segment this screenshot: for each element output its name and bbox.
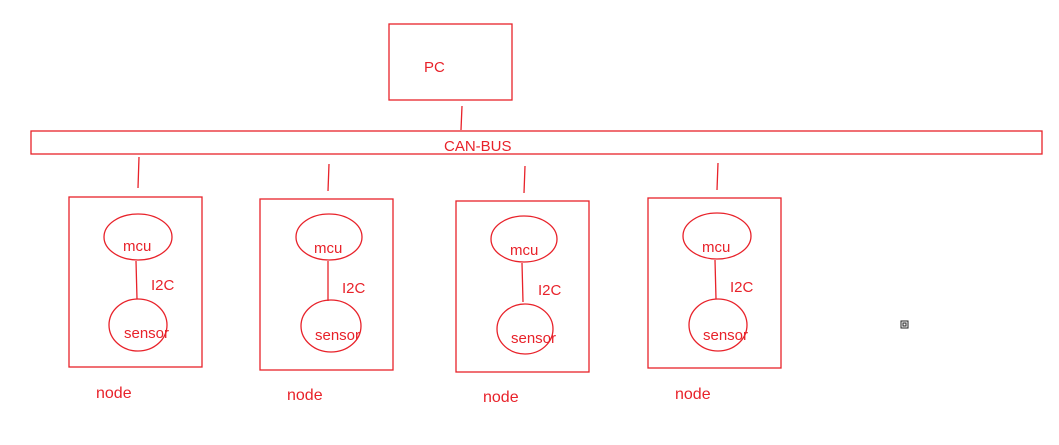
- bus-drop-line: [327, 163, 330, 192]
- bus-drop-line: [716, 162, 719, 191]
- node-box: [68, 196, 203, 368]
- sensor-label: sensor: [511, 330, 556, 347]
- sensor-ellipse: [108, 298, 168, 352]
- can-bus-label: CAN-BUS: [444, 138, 512, 155]
- node-box: [259, 198, 394, 371]
- pc-box: [388, 23, 513, 101]
- sensor-ellipse: [688, 298, 748, 352]
- i2c-link-line: [135, 260, 138, 300]
- node-3: mcu I2C sensor node: [455, 165, 590, 406]
- i2c-link-line: [714, 259, 717, 300]
- node-box: [455, 200, 590, 373]
- node-label: node: [675, 386, 711, 403]
- mcu-label: mcu: [510, 242, 538, 259]
- pc-label: PC: [424, 59, 445, 76]
- i2c-label: I2C: [538, 282, 562, 299]
- node-label: node: [287, 387, 323, 404]
- i2c-label: I2C: [151, 277, 175, 294]
- sensor-ellipse: [496, 303, 554, 355]
- node-4: mcu I2C sensor node: [647, 162, 782, 403]
- node-1: mcu I2C sensor node: [68, 156, 203, 402]
- i2c-label: I2C: [730, 279, 754, 296]
- mcu-label: mcu: [702, 239, 730, 256]
- mcu-ellipse: [490, 215, 558, 263]
- i2c-label: I2C: [342, 280, 366, 297]
- mcu-label: mcu: [314, 240, 342, 257]
- node-box: [647, 197, 782, 369]
- node-label: node: [96, 385, 132, 402]
- node-2: mcu I2C sensor node: [259, 163, 394, 404]
- bus-drop-line: [523, 165, 526, 194]
- node-label: node: [483, 389, 519, 406]
- sensor-label: sensor: [315, 327, 360, 344]
- pc-bus-connector: [460, 105, 463, 131]
- can-bus-bar: [30, 130, 1043, 155]
- sensor-ellipse: [300, 299, 362, 353]
- mcu-label: mcu: [123, 238, 151, 255]
- i2c-link-line: [521, 262, 524, 303]
- bus-drop-line: [137, 156, 140, 189]
- sensor-label: sensor: [124, 325, 169, 342]
- mcu-ellipse: [682, 212, 752, 260]
- small-square-icon: [900, 320, 909, 329]
- sensor-label: sensor: [703, 327, 748, 344]
- mcu-ellipse: [103, 213, 173, 261]
- mcu-ellipse: [295, 213, 363, 261]
